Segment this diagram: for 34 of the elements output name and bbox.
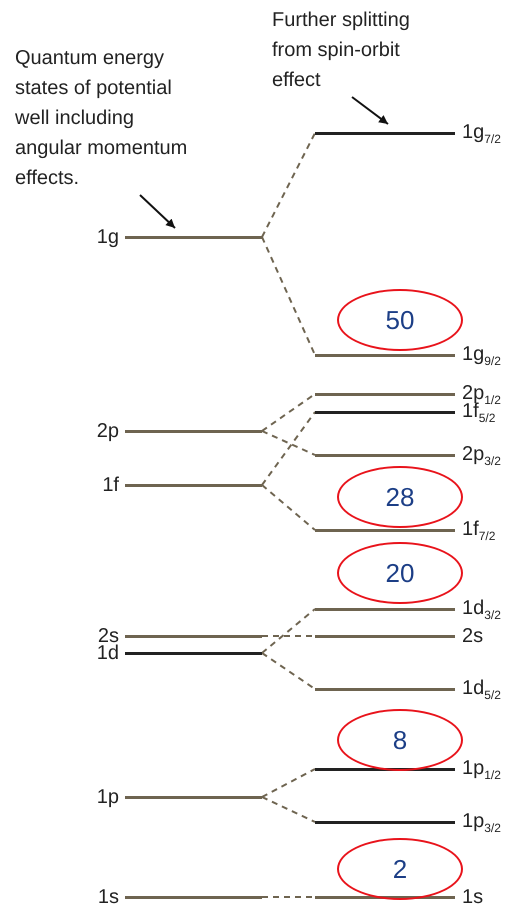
energy-level: 2s [77,627,262,645]
magic-number-ellipse: 50 [337,289,463,351]
dashed-connector [261,484,316,531]
dashed-connector [262,430,316,456]
magic-number-ellipse: 8 [337,709,463,771]
annotation-text: Quantum energy states of potential well including angular momentum effects. [15,43,205,193]
dashed-connector [261,608,316,654]
dashed-connector [262,896,315,898]
energy-level: 1s [77,888,262,906]
dashed-connector [261,132,316,238]
energy-level: 1d [77,644,262,662]
energy-level: 1p$_{3/2}$ [315,813,501,831]
arrow [139,194,176,229]
energy-level: 1g$_{7/2}$ [315,124,501,142]
dashed-connector [262,635,315,637]
energy-level: 2p$_{1/2}$ [315,385,501,403]
energy-level: 1p [77,788,262,806]
energy-level: 2s [315,627,484,645]
energy-level: 2p$_{3/2}$ [315,446,501,464]
energy-level: 1g [77,228,262,246]
arrow [351,96,389,125]
dashed-connector [261,652,316,690]
energy-level: 1f [77,476,262,494]
energy-level: 1d$_{5/2}$ [315,680,501,698]
energy-level: 2p [77,422,262,440]
dashed-connector [261,411,316,486]
magic-number-ellipse: 28 [337,466,463,528]
magic-number-ellipse: 20 [337,542,463,604]
dashed-connector [262,768,316,798]
dashed-connector [261,236,316,356]
magic-number-ellipse: 2 [337,838,463,900]
annotation-text: Further splitting from spin-orbit effect [272,5,452,95]
energy-level: 1f$_{5/2}$ [315,403,496,421]
dashed-connector [262,796,316,823]
